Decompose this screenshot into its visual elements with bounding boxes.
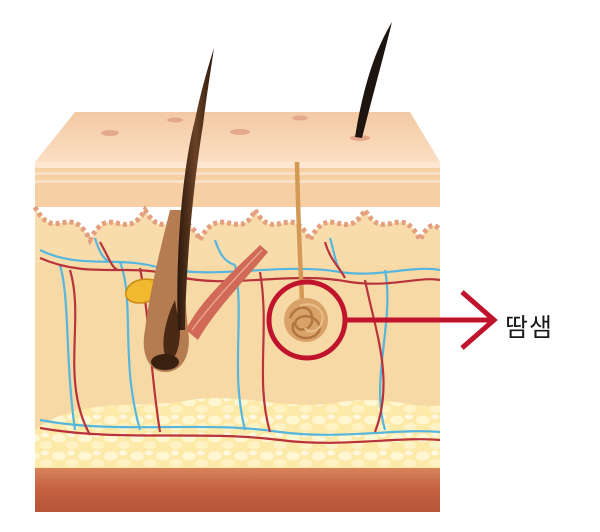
pore — [292, 115, 308, 121]
pore — [101, 130, 119, 136]
callout-arrow-head — [460, 290, 498, 350]
sweat-gland-icon — [284, 298, 328, 342]
pore — [350, 135, 370, 141]
muscle-layer — [35, 468, 440, 512]
sweat-duct — [294, 161, 305, 301]
pore — [167, 117, 183, 123]
epidermis-layer — [35, 162, 440, 207]
sweat-gland-label: 땀샘 — [505, 313, 554, 342]
hair-shaft-icon — [355, 22, 392, 138]
hair-shaft-icon — [177, 48, 214, 330]
skin-surface — [35, 112, 440, 162]
pore — [230, 129, 250, 135]
arrector-pili-muscle-icon — [186, 245, 268, 340]
